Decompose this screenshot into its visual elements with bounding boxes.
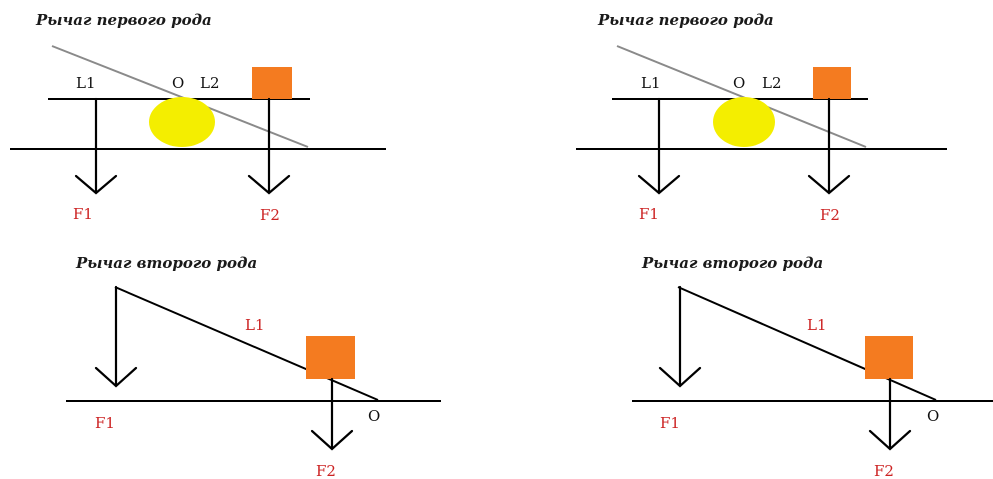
arrowhead-f1 bbox=[74, 174, 118, 195]
label-o: O bbox=[172, 74, 184, 92]
label-o: O bbox=[368, 407, 380, 425]
fulcrum-ball bbox=[713, 97, 775, 147]
arrowhead-f2 bbox=[310, 429, 354, 451]
panel-title: Рычаг первого рода bbox=[35, 11, 212, 29]
label-l1: L1 bbox=[76, 74, 96, 92]
label-l1: L1 bbox=[807, 316, 827, 334]
lever-bar bbox=[677, 286, 937, 401]
panel-second-kind-right: Рычаг второго рода L1 O F1 F2 bbox=[632, 254, 993, 479]
panel-title: Рычаг первого рода bbox=[597, 11, 774, 29]
panel-first-kind-right: Рычаг первого рода L1 O L2 F1 F2 bbox=[576, 11, 947, 224]
arrowhead-f1 bbox=[658, 366, 702, 388]
weight-box bbox=[813, 67, 851, 99]
label-o: O bbox=[927, 407, 939, 425]
label-f1: F1 bbox=[660, 414, 680, 432]
label-l1: L1 bbox=[245, 316, 265, 334]
arrowhead-f1 bbox=[94, 366, 138, 388]
label-f1: F1 bbox=[639, 205, 659, 223]
arrowhead-f1 bbox=[637, 174, 681, 195]
weight-box bbox=[865, 336, 913, 379]
label-l2: L2 bbox=[200, 74, 220, 92]
label-f2: F2 bbox=[820, 206, 840, 224]
label-l2: L2 bbox=[762, 74, 782, 92]
label-f1: F1 bbox=[95, 414, 115, 432]
lever-bar bbox=[51, 45, 309, 148]
panel-title: Рычаг второго рода bbox=[75, 254, 257, 272]
arrowhead-f2 bbox=[868, 429, 912, 451]
fulcrum-ball bbox=[149, 97, 215, 147]
panel-second-kind-left: Рычаг второго рода L1 O F1 F2 bbox=[66, 254, 441, 479]
panel-title: Рычаг второго рода bbox=[641, 254, 823, 272]
weight-box bbox=[252, 67, 292, 99]
label-f2: F2 bbox=[874, 462, 894, 479]
label-f2: F2 bbox=[260, 206, 280, 224]
label-l1: L1 bbox=[641, 74, 661, 92]
lever-bar bbox=[616, 45, 867, 148]
panel-first-kind-left: Рычаг первого рода L1 O L2 F1 F2 bbox=[10, 11, 386, 224]
label-o: O bbox=[733, 74, 745, 92]
label-f1: F1 bbox=[73, 205, 93, 223]
arrowhead-f2 bbox=[247, 174, 291, 195]
label-f2: F2 bbox=[316, 462, 336, 479]
lever-bar bbox=[114, 286, 379, 401]
arrowhead-f2 bbox=[807, 174, 851, 195]
weight-box bbox=[306, 336, 355, 379]
